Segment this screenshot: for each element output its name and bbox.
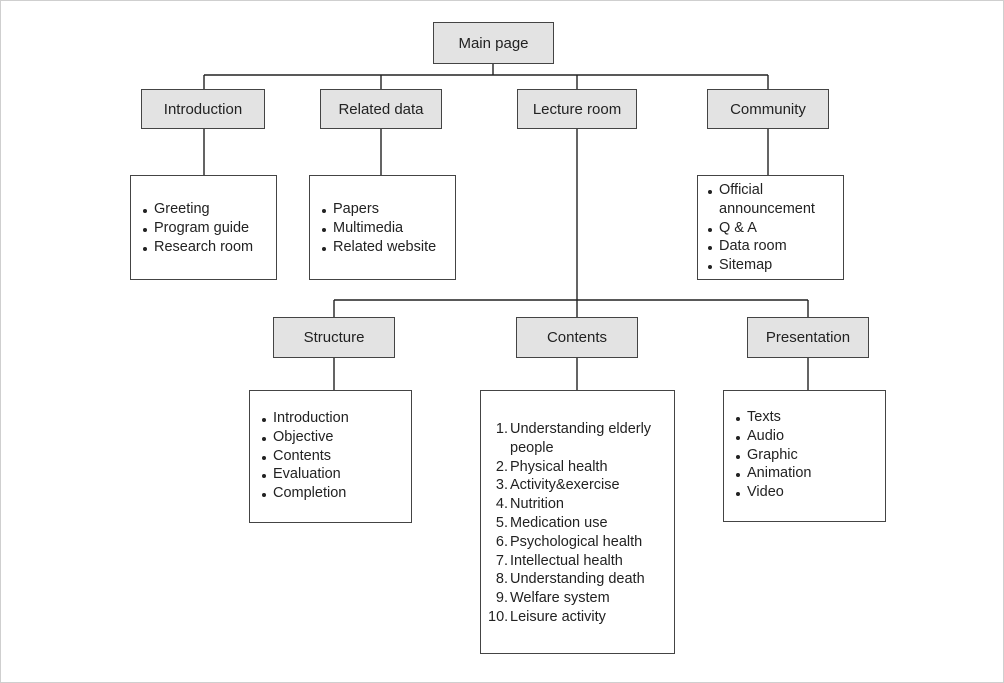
node-label: Contents bbox=[546, 329, 608, 346]
list-item: Papers bbox=[322, 200, 455, 219]
bullet-icon bbox=[736, 473, 740, 478]
list-item: Multimedia bbox=[322, 219, 455, 238]
list-item: 6.Psychological health bbox=[495, 533, 643, 550]
list-item: Audio bbox=[736, 427, 885, 446]
node-related-data: Related data bbox=[320, 89, 442, 129]
list-item: 1.Understanding elderly people bbox=[495, 421, 652, 456]
node-community: Community bbox=[707, 89, 829, 129]
list-presentation: Texts Audio Graphic Animation Video bbox=[723, 390, 886, 522]
list-item: Animation bbox=[736, 464, 885, 483]
bullet-icon bbox=[736, 417, 740, 421]
list-item: 5.Medication use bbox=[495, 514, 608, 531]
list-item: 10.Leisure activity bbox=[488, 608, 606, 625]
list-item: Data room bbox=[708, 237, 843, 256]
node-presentation: Presentation bbox=[747, 317, 869, 358]
list-item: Video bbox=[736, 483, 885, 502]
bullet-icon bbox=[708, 246, 712, 251]
list-item: Texts bbox=[736, 408, 885, 427]
bullet-icon bbox=[143, 227, 147, 232]
list-item: Q & A bbox=[708, 219, 843, 238]
list-item: Official announcement bbox=[708, 181, 843, 219]
bullet-icon bbox=[322, 246, 326, 251]
list-item: Greeting bbox=[143, 200, 276, 219]
bullet-icon bbox=[262, 436, 266, 441]
bullet-icon bbox=[143, 209, 147, 213]
bullet-icon bbox=[708, 190, 712, 194]
list-item: 4.Nutrition bbox=[495, 496, 564, 513]
list-item: Graphic bbox=[736, 446, 885, 465]
node-label: Community bbox=[730, 100, 806, 118]
list-item: Objective bbox=[262, 428, 411, 447]
node-structure: Structure bbox=[273, 317, 395, 358]
bullet-icon bbox=[262, 474, 266, 479]
node-label: Main page bbox=[458, 34, 529, 52]
list-item: 8.Understanding death bbox=[495, 571, 645, 588]
node-contents: Contents bbox=[516, 317, 638, 358]
list-item: 7.Intellectual health bbox=[495, 552, 623, 569]
list-item: Evaluation bbox=[262, 465, 411, 484]
node-main-page: Main page bbox=[433, 22, 554, 64]
list-structure: Introduction Objective Contents Evaluati… bbox=[249, 390, 412, 523]
list-item: Related website bbox=[322, 238, 455, 257]
bullet-icon bbox=[708, 227, 712, 232]
node-label: Introduction bbox=[163, 100, 243, 118]
list-community: Official announcement Q & A Data room Si… bbox=[697, 175, 844, 280]
list-item: Introduction bbox=[262, 409, 411, 428]
node-label: Lecture room bbox=[532, 100, 622, 118]
list-item: Sitemap bbox=[708, 256, 843, 275]
bullet-icon bbox=[143, 246, 147, 251]
node-label: Related data bbox=[338, 100, 424, 118]
bullet-icon bbox=[262, 493, 266, 498]
list-item: Research room bbox=[143, 238, 276, 257]
node-introduction: Introduction bbox=[141, 89, 265, 129]
list-item: 9.Welfare system bbox=[495, 590, 610, 607]
list-related-data: Papers Multimedia Related website bbox=[309, 175, 456, 280]
bullet-icon bbox=[736, 435, 740, 440]
list-item: 2.Physical health bbox=[495, 458, 608, 475]
bullet-icon bbox=[736, 492, 740, 497]
node-label: Structure bbox=[303, 329, 365, 346]
list-contents: 1.Understanding elderly people 2.Physica… bbox=[480, 390, 675, 654]
bullet-icon bbox=[736, 454, 740, 459]
bullet-icon bbox=[708, 265, 712, 270]
bullet-icon bbox=[262, 418, 266, 422]
list-item: Program guide bbox=[143, 219, 276, 238]
node-lecture-room: Lecture room bbox=[517, 89, 637, 129]
list-item: 3.Activity&exercise bbox=[495, 477, 620, 494]
list-item: Contents bbox=[262, 447, 411, 466]
list-introduction: Greeting Program guide Research room bbox=[130, 175, 277, 280]
bullet-icon bbox=[322, 209, 326, 213]
bullet-icon bbox=[262, 455, 266, 460]
node-label: Presentation bbox=[765, 329, 851, 346]
list-item: Completion bbox=[262, 484, 411, 503]
bullet-icon bbox=[322, 227, 326, 232]
